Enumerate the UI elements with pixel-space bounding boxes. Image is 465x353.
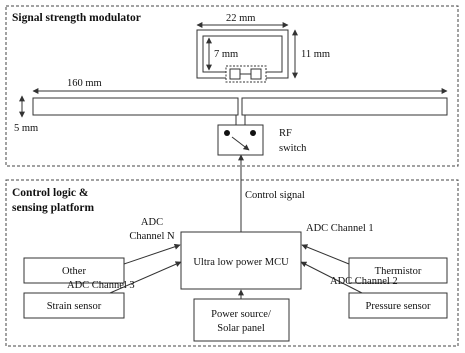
dim-antenna-length-label: 160 mm bbox=[67, 78, 102, 89]
channel-n-label-2: Channel N bbox=[129, 231, 175, 242]
mcu-box bbox=[180, 231, 302, 290]
power-label-1: Power source/ bbox=[211, 309, 271, 320]
channel-2-label: ADC Channel 2 bbox=[330, 276, 398, 287]
control-title-line1: Control logic & bbox=[12, 187, 89, 199]
control-section-border bbox=[5, 179, 459, 347]
channel-n-label-1: ADC bbox=[141, 217, 163, 228]
modulator-title: Signal strength modulator bbox=[12, 12, 141, 24]
rf-switch-label-1: RF bbox=[279, 128, 292, 139]
antenna-left-arm bbox=[32, 97, 239, 116]
control-signal-label: Control signal bbox=[245, 190, 305, 201]
other-label: Other bbox=[62, 266, 86, 277]
channel-3-label: ADC Channel 3 bbox=[67, 280, 135, 291]
thermistor-box bbox=[348, 257, 448, 284]
power-box bbox=[193, 298, 290, 342]
dim-loop-height-label: 11 mm bbox=[301, 49, 330, 60]
thermistor-label: Thermistor bbox=[375, 266, 422, 277]
mcu-label: Ultra low power MCU bbox=[193, 257, 289, 268]
pressure-label: Pressure sensor bbox=[365, 301, 431, 312]
other-box bbox=[23, 257, 125, 284]
channel-1-arrow bbox=[301, 244, 350, 265]
strain-label: Strain sensor bbox=[47, 301, 102, 312]
channel-3-arrow bbox=[109, 261, 182, 294]
antenna-right-arm bbox=[241, 97, 448, 116]
channel-1-label: ADC Channel 1 bbox=[306, 223, 374, 234]
loop-antenna bbox=[196, 29, 289, 83]
modulator-section-border bbox=[5, 5, 459, 167]
dim-loop-width-label: 22 mm bbox=[226, 13, 255, 24]
dim-loop-inner-label: 7 mm bbox=[214, 49, 238, 60]
channel-n-arrow bbox=[123, 243, 181, 265]
rf-switch-label-2: switch bbox=[279, 143, 307, 154]
channel-2-arrow bbox=[300, 261, 363, 294]
dim-antenna-width-label: 5 mm bbox=[14, 123, 38, 134]
strain-box bbox=[23, 292, 125, 319]
pressure-box bbox=[348, 292, 448, 319]
control-title-line2: sensing platform bbox=[12, 202, 95, 214]
rf-switch bbox=[217, 124, 264, 156]
power-label-2: Solar panel bbox=[217, 323, 265, 334]
